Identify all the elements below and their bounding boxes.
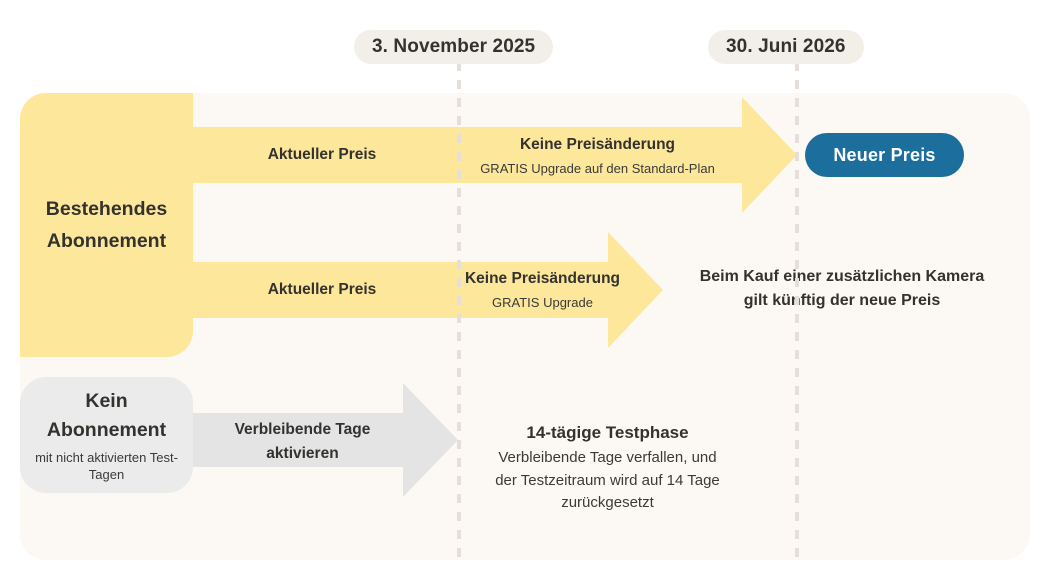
- row2-extra-camera-note-line1: Beim Kauf einer zusätzlichen Kamera: [699, 268, 985, 285]
- category-none-title: Kein Abonnement: [47, 387, 166, 446]
- category-none-title-line2: Abonnement: [46, 419, 167, 442]
- row3-left-label: Verbleibende Tage aktivieren: [200, 418, 405, 466]
- row1-right-label-group: Keine Preisänderung GRATIS Upgrade auf d…: [455, 135, 740, 178]
- category-none-subtitle-line1: mit nicht aktivierten Test-: [35, 449, 178, 465]
- timeline-dashed-line-1: [457, 62, 461, 560]
- category-none-subtitle-line2: Tagen: [88, 466, 125, 482]
- row3-trial-note-line2: der Testzeitraum wird auf 14 Tage: [495, 471, 720, 489]
- row2-left-label: Aktueller Preis: [267, 281, 377, 298]
- row3-left-label-line2: aktivieren: [266, 445, 339, 463]
- category-none-title-line1: Kein: [85, 390, 128, 413]
- arrow-row1-shape: [175, 97, 797, 213]
- row3-trial-note-line3: zurückgesetzt: [561, 494, 654, 512]
- row2-right-main: Keine Preisänderung: [464, 270, 621, 287]
- category-existing-subscription: Bestehendes Abonnement: [20, 93, 193, 357]
- row3-trial-note-line1: Verbleibende Tage verfallen, und: [498, 448, 717, 466]
- timeline-dashed-line-2: [795, 62, 799, 560]
- row2-right-sub: GRATIS Upgrade: [492, 295, 593, 311]
- category-existing-title-line2: Abonnement: [46, 230, 167, 252]
- category-no-subscription: Kein Abonnement mit nicht aktivierten Te…: [20, 377, 193, 493]
- row3-trial-note-title: 14-tägige Testphase: [526, 423, 689, 442]
- arrow-row3-shape: [175, 383, 458, 497]
- timeline-date-pill-2: 30. Juni 2026: [708, 30, 864, 64]
- row1-right-sub: GRATIS Upgrade auf den Standard-Plan: [480, 161, 715, 177]
- arrow-row3-no-subscription: [175, 383, 458, 497]
- new-price-badge: Neuer Preis: [805, 133, 964, 177]
- row1-right-main: Keine Preisänderung: [519, 136, 676, 153]
- row3-trial-note: 14-tägige Testphase Verbleibende Tage ve…: [466, 421, 749, 515]
- arrow-row1-existing-subscription: [175, 97, 797, 213]
- category-existing-title-line1: Bestehendes: [45, 197, 168, 220]
- row3-left-label-line1: Verbleibende Tage: [234, 421, 371, 438]
- arrow-row2-existing-subscription: [175, 232, 663, 348]
- row2-extra-camera-note: Beim Kauf einer zusätzlichen Kamera gilt…: [672, 265, 1012, 312]
- row2-right-label-group: Keine Preisänderung GRATIS Upgrade: [420, 269, 665, 312]
- row3-trial-note-body: Verbleibende Tage verfallen, und der Tes…: [466, 447, 749, 515]
- category-none-subtitle: mit nicht aktivierten Test- Tagen: [35, 449, 178, 483]
- row2-extra-camera-note-line2: gilt künftig der neue Preis: [743, 291, 941, 309]
- timeline-date-pill-1: 3. November 2025: [354, 30, 554, 64]
- arrow-row2-shape: [175, 232, 663, 348]
- category-existing-title: Bestehendes Abonnement: [46, 193, 167, 257]
- row1-left-label: Aktueller Preis: [267, 146, 377, 163]
